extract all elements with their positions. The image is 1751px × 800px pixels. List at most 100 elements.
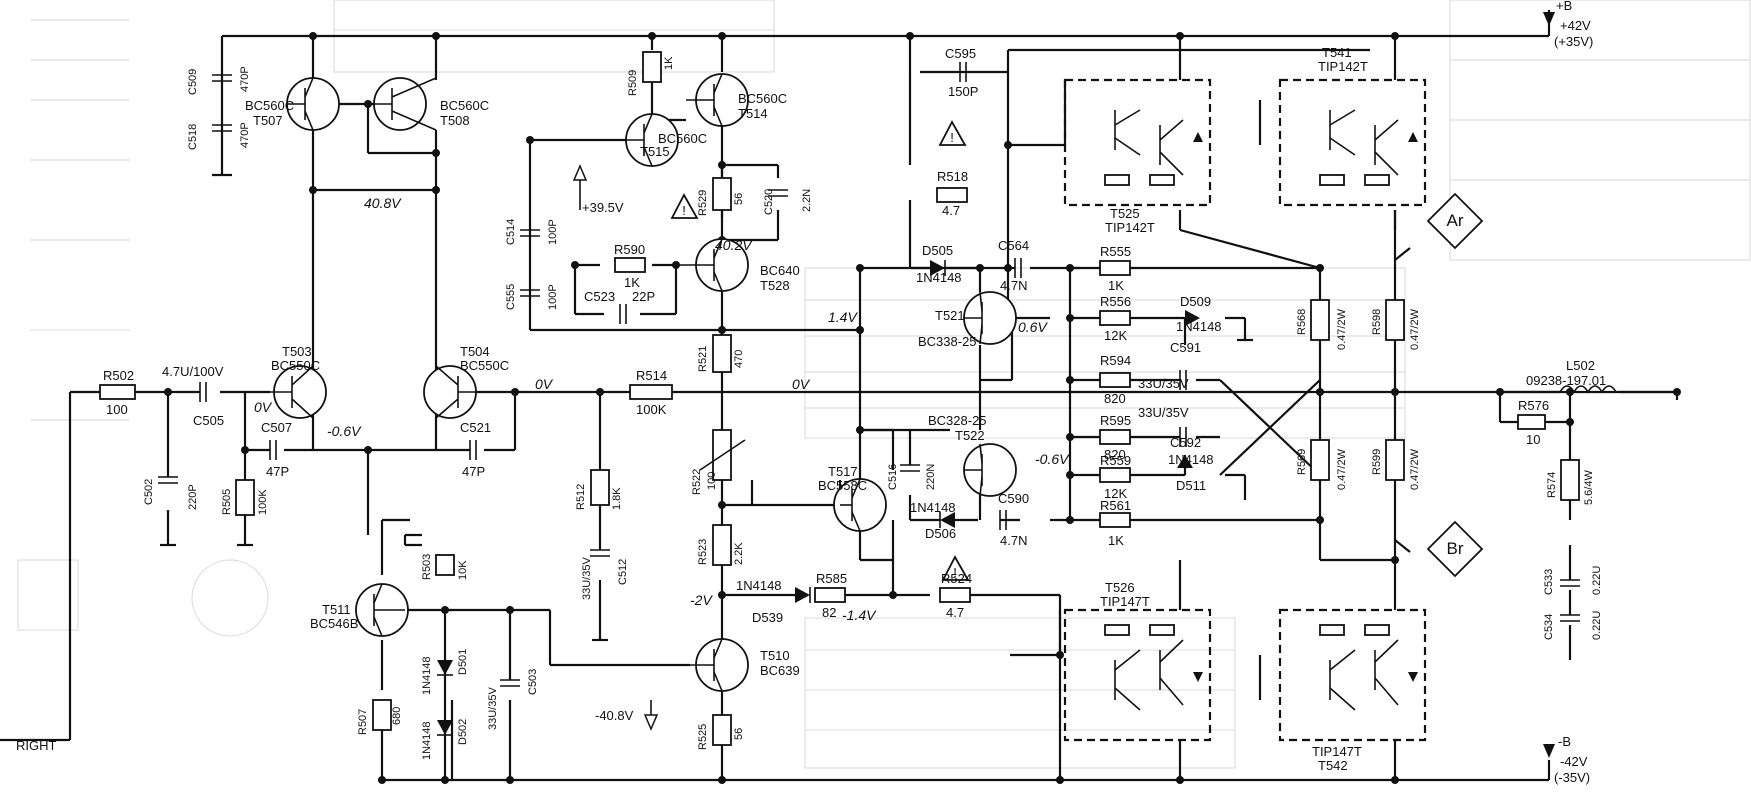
voltage-0-6: 0.6V — [1018, 319, 1048, 335]
voltage-neg-40-8: -40.8V — [595, 708, 634, 723]
resistor-r505 — [235, 479, 255, 516]
resistor-r590 — [614, 257, 646, 273]
label-d501-ref: D501 — [457, 649, 469, 675]
label-r512-ref: R512 — [575, 484, 587, 510]
label-r595-value: 820 — [1104, 447, 1126, 462]
label-r556-ref: R556 — [1100, 294, 1131, 309]
label-r574-ref: R574 — [1546, 472, 1558, 498]
transistor-t521 — [963, 291, 1017, 345]
label-r514-value: 100K — [636, 402, 667, 417]
label-c512-value: 33U/35V — [581, 557, 593, 600]
inductor-l502 — [1559, 385, 1617, 394]
label-r522-value: 100 — [706, 472, 718, 490]
voltage-40-2: 40.2V — [715, 237, 753, 253]
label-r569-value: 0.47/2W — [1336, 448, 1348, 490]
darlington-t542 — [1319, 624, 1418, 711]
label-r529-value: 56 — [733, 193, 745, 205]
resistor-r594 — [1099, 372, 1131, 388]
label-c516-value: 220N — [925, 464, 937, 490]
label-c520-value: 2.2N — [801, 189, 813, 212]
voltage-neg-1-4: -1.4V — [842, 607, 877, 623]
label-c534-value: 0.22U — [1591, 611, 1603, 640]
voltage-neg-0-6-a: -0.6V — [327, 423, 362, 439]
output-device-t542 — [1278, 608, 1427, 742]
resistor-r598 — [1385, 299, 1405, 341]
darlington-t541 — [1319, 109, 1418, 186]
voltage-40-8: 40.8V — [364, 195, 402, 211]
background-print-through — [17, 0, 1751, 769]
label-t525-part: TIP142T — [1105, 220, 1155, 235]
label-t508-part: BC560C — [440, 98, 489, 113]
label-r568-ref: R568 — [1296, 309, 1308, 335]
label-r561-ref: R561 — [1100, 498, 1131, 513]
label-r525-ref: R525 — [697, 724, 709, 750]
label-r598-value: 0.47/2W — [1409, 308, 1421, 350]
label-d539-part: 1N4148 — [736, 578, 782, 593]
labels: BC560C T507 BC560C T508 BC560C T514 BC56… — [16, 0, 1606, 785]
label-d511-ref: D511 — [1176, 478, 1206, 493]
label-t522-ref: T522 — [955, 428, 985, 443]
voltage-0v-c: 0V — [792, 376, 811, 392]
resistor-r525 — [712, 714, 732, 746]
label-l502-part: 09238-197.01 — [1526, 373, 1606, 388]
label-r594-ref: R594 — [1100, 353, 1131, 368]
label-d502-ref: D502 — [457, 719, 469, 745]
marker-ar-label: Ar — [1447, 211, 1464, 230]
resistor-r585 — [814, 587, 846, 603]
darlington-t525 — [1104, 109, 1203, 186]
label-t514-part: BC560C — [738, 91, 787, 106]
label-d509-part: 1N4148 — [1176, 319, 1222, 334]
label-t503-ref: T503 — [282, 344, 312, 359]
label-c590-ref: C590 — [998, 491, 1029, 506]
label-c509-value: 470P — [239, 66, 251, 92]
output-device-t541 — [1278, 78, 1427, 207]
label-t515-ref: T515 — [640, 144, 670, 159]
label-c595-ref: C595 — [945, 46, 976, 61]
label-c507-ref: C507 — [261, 420, 292, 435]
transistor-t503 — [270, 365, 327, 419]
resistor-r512 — [590, 469, 610, 506]
label-t511-part: BC546B — [310, 616, 358, 631]
resistor-r509 — [642, 51, 662, 83]
label-r521-value: 470 — [733, 350, 745, 368]
output-device-t525 — [1063, 78, 1212, 207]
label-c509-ref: C509 — [187, 69, 199, 95]
label-r590-value: 1K — [624, 275, 640, 290]
label-d539-ref: D539 — [752, 610, 783, 625]
label-r507-value: 680 — [391, 707, 403, 725]
label-r509-value: 1K — [663, 56, 675, 70]
resistor-r568 — [1310, 299, 1330, 341]
label-r559-value: 12K — [1104, 486, 1127, 501]
resistor-r507 — [372, 699, 392, 731]
label-c502-ref: C502 — [143, 479, 155, 505]
svg-text:!: ! — [950, 130, 954, 145]
svg-text:!: ! — [682, 203, 686, 218]
label-c507-value: 47P — [266, 464, 289, 479]
label-t515-part: BC560C — [658, 131, 707, 146]
label-r523-value: 2.2K — [733, 542, 745, 565]
label-r595-ref: R595 — [1100, 413, 1131, 428]
label-t542-part: TIP147T — [1312, 744, 1362, 759]
transistor-t508 — [373, 77, 437, 131]
label-c516-ref: C516 — [887, 464, 899, 490]
label-d506-ref: D506 — [925, 526, 956, 541]
label-r585-ref: R585 — [816, 571, 847, 586]
transistor-t504 — [423, 365, 480, 419]
label-t507-part: BC560C — [245, 98, 294, 113]
resistor-r502 — [99, 384, 136, 400]
label-r599-value: 0.47/2W — [1409, 448, 1421, 490]
label-c521-ref: C521 — [460, 420, 491, 435]
label-t526-part: TIP147T — [1100, 594, 1150, 609]
label-r590-ref: R590 — [614, 242, 645, 257]
voltage-0v-b: 0V — [535, 376, 554, 392]
label-t507-ref: T507 — [253, 113, 283, 128]
resistor-r524 — [939, 587, 971, 603]
label-d505-part: 1N4148 — [916, 270, 962, 285]
transistor-t517 — [833, 478, 887, 532]
marker-ar — [1426, 192, 1484, 250]
marker-br — [1426, 520, 1484, 578]
label-c592-ref: C592 — [1170, 435, 1201, 450]
resistor-r529 — [712, 177, 732, 211]
voltage-neg-0-6-b: -0.6V — [1035, 451, 1070, 467]
